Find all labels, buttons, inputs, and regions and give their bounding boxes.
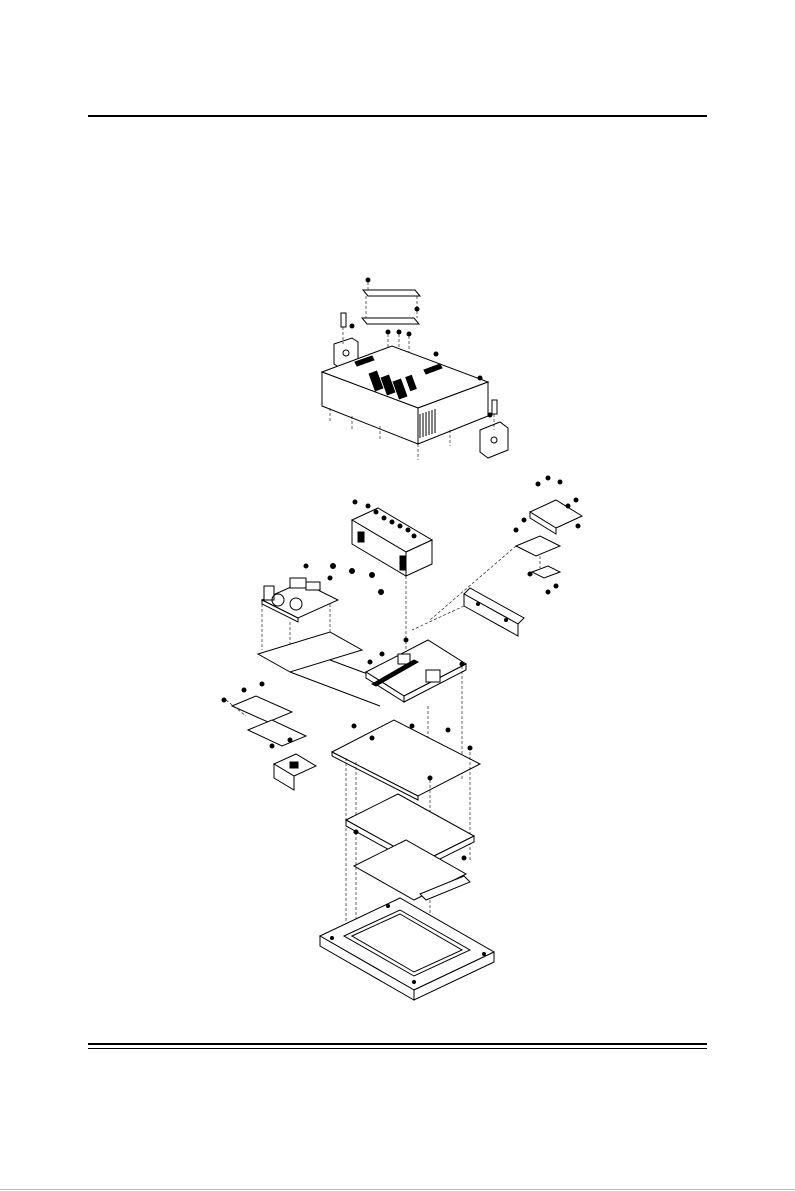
left-side-plates [222, 682, 306, 746]
side-rail-plate [412, 588, 524, 636]
rear-cover-assembly [322, 278, 508, 460]
panel-pc-internal-assembly [222, 476, 582, 1000]
connector-bracket [270, 738, 316, 790]
footer-rule-thick [88, 1043, 707, 1045]
page-edge [0, 1189, 795, 1190]
top-bracket [362, 278, 420, 324]
rear-cover [322, 346, 488, 460]
small-board-assembly [430, 476, 582, 620]
footer-rule-thin [88, 1048, 707, 1049]
